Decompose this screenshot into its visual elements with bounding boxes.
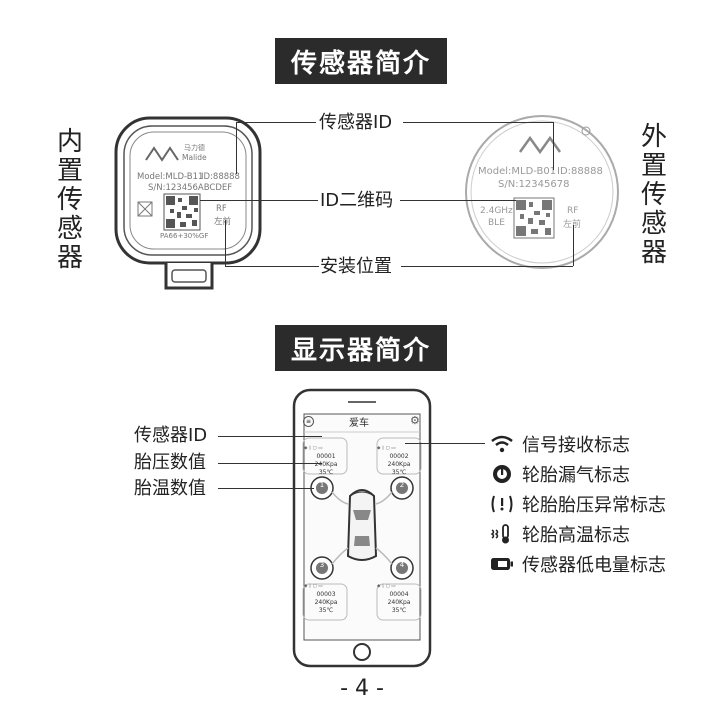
section-title-sensor: 传感器简介 xyxy=(275,38,447,84)
internal-model: Model:MLD-B11 xyxy=(137,172,204,182)
tile-status-icons: ◆ ◊ ▢ ▭ xyxy=(377,446,396,451)
internal-brand-cn: 马力德 xyxy=(184,144,205,152)
tile-status-icons: ◆ ◊ ▢ ▭ xyxy=(304,446,323,451)
wheel-number: 2 xyxy=(399,481,405,489)
tile-status-icons: ◆ ◊ ▢ ▭ xyxy=(304,584,323,589)
phone-settings-icon[interactable]: ⚙ xyxy=(410,414,420,427)
tile-status-icons: ◆ ◊ ▢ ▭ xyxy=(377,584,396,589)
callout-line-qr-left xyxy=(200,200,318,201)
label-sensor-id: 传感器ID xyxy=(134,425,208,446)
phone-menu-icon[interactable]: ≡ xyxy=(303,416,314,427)
tile-id: 00001 xyxy=(316,453,336,460)
tile-id: 00004 xyxy=(389,591,409,598)
line-signal-callout xyxy=(405,443,485,444)
callout-line-id-drop xyxy=(236,122,237,174)
tile-pressure: 240Kpa xyxy=(387,599,411,606)
callout-line-id-right-drop xyxy=(553,122,554,170)
callout-sensor-id: 传感器ID xyxy=(319,112,393,133)
tile-temp: 35℃ xyxy=(318,469,334,476)
callout-line-qr-right xyxy=(400,200,516,201)
legend-battery-text: 传感器低电量标志 xyxy=(522,555,666,576)
callout-line-id-right xyxy=(403,122,553,123)
callout-install-position: 安装位置 xyxy=(320,256,392,277)
external-sn: S/N:12345678 xyxy=(498,179,570,190)
legend-signal: 信号接收标志 xyxy=(490,432,630,456)
line-tire-pressure xyxy=(218,463,322,464)
tile-rear-right[interactable]: ◆ ◊ ▢ ▭ 00004 240Kpa 35℃ xyxy=(377,583,421,614)
internal-material: PA66+30%GF xyxy=(160,232,209,240)
label-tire-temp: 胎温数值 xyxy=(134,478,206,499)
tile-front-right[interactable]: ◆ ◊ ▢ ▭ 00002 240Kpa 35℃ xyxy=(377,445,421,476)
callout-line-install-right-drop xyxy=(573,225,574,266)
signal-icon xyxy=(490,432,514,456)
callout-line-install-drop xyxy=(225,220,226,266)
wheel-number: 4 xyxy=(399,561,405,569)
tire-pressure-warning-icon xyxy=(490,492,514,516)
tile-temp: 35℃ xyxy=(391,607,407,614)
legend-temp-text: 轮胎高温标志 xyxy=(522,525,630,546)
callout-qr-code: ID二维码 xyxy=(320,190,394,211)
callout-line-install-left xyxy=(225,266,319,267)
legend-pressure-text: 轮胎胎压异常标志 xyxy=(522,495,666,516)
external-rf: RF xyxy=(567,206,579,216)
tile-temp: 35℃ xyxy=(391,469,407,476)
legend-leak: 轮胎漏气标志 xyxy=(490,462,630,486)
internal-id: ID:88888 xyxy=(201,172,240,182)
internal-position: 左前 xyxy=(214,217,232,227)
tile-front-left[interactable]: ◆ ◊ ▢ ▭ 00001 240Kpa 35℃ xyxy=(304,445,348,476)
external-sensor-label: 外置传感器 xyxy=(640,122,667,268)
tire-high-temp-icon xyxy=(490,522,514,546)
legend-pressure: 轮胎胎压异常标志 xyxy=(490,492,666,516)
section-title-display: 显示器简介 xyxy=(275,325,447,371)
tile-id: 00003 xyxy=(316,591,336,598)
tile-temp: 35℃ xyxy=(318,607,334,614)
phone-title: 爱车 xyxy=(349,418,369,429)
tile-pressure: 240Kpa xyxy=(314,461,338,468)
tile-pressure: 240Kpa xyxy=(387,461,411,468)
label-tire-pressure: 胎压数值 xyxy=(134,452,206,473)
legend-battery: 传感器低电量标志 xyxy=(490,552,666,576)
external-freq: 2.4GHz xyxy=(480,206,513,216)
external-sensor-illustration xyxy=(465,115,619,269)
low-battery-icon xyxy=(490,552,514,576)
external-ble: BLE xyxy=(488,218,505,228)
internal-sensor-illustration xyxy=(114,116,262,290)
tile-rear-left[interactable]: ◆ ◊ ▢ ▭ 00003 240Kpa 35℃ xyxy=(304,583,348,614)
legend-signal-text: 信号接收标志 xyxy=(522,435,630,456)
wheel-number: 3 xyxy=(319,561,325,569)
external-id: ID:88888 xyxy=(557,166,603,177)
internal-rf: RF xyxy=(216,204,227,214)
internal-brand-en: Malide xyxy=(182,153,207,162)
external-position: 左前 xyxy=(563,220,582,230)
page-number: - 4 - xyxy=(340,676,384,701)
tire-leak-icon xyxy=(490,462,514,486)
internal-sn: S/N:123456ABCDEF xyxy=(148,183,233,193)
callout-line-id-left xyxy=(236,122,316,123)
wheel-number: 1 xyxy=(319,481,325,489)
phone-illustration xyxy=(292,388,432,668)
tile-id: 00002 xyxy=(389,453,409,460)
legend-temp: 轮胎高温标志 xyxy=(490,522,630,546)
line-tire-temp xyxy=(218,488,314,489)
legend-leak-text: 轮胎漏气标志 xyxy=(522,465,630,486)
line-sensor-id xyxy=(218,436,322,437)
callout-line-install-right xyxy=(401,266,573,267)
internal-sensor-label: 内置传感器 xyxy=(56,127,83,273)
tile-pressure: 240Kpa xyxy=(314,599,338,606)
external-model: Model:MLD-B01 xyxy=(478,166,557,177)
